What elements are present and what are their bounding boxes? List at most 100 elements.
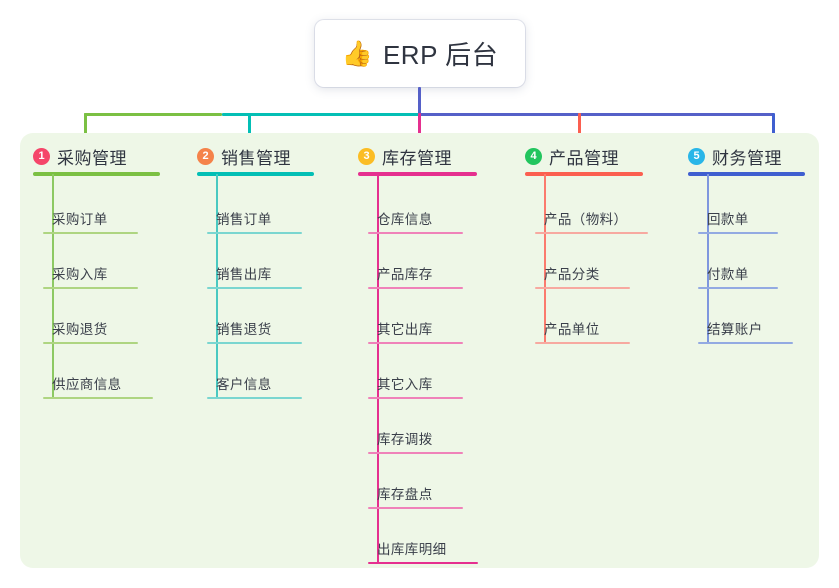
column-spine-5 [707,174,709,343]
item-rule [698,232,778,234]
column-badge-3: 3 [358,148,375,165]
column-badge-5: 5 [688,148,705,165]
column-header-2[interactable]: 2 销售管理 [197,144,291,169]
item-rule [368,507,463,509]
item-label: 采购订单 [52,212,108,227]
list-item[interactable]: 采购退货 [33,289,193,344]
column-badge-1: 1 [33,148,50,165]
item-label: 付款单 [707,267,749,282]
column-header-3[interactable]: 3 库存管理 [358,144,452,169]
item-label: 其它出库 [377,322,433,337]
column-spine-4 [544,174,546,343]
column-title-1: 采购管理 [57,149,127,168]
column-rule-5 [688,172,805,176]
list-item[interactable]: 销售订单 [197,179,357,234]
list-item[interactable]: 其它入库 [358,344,528,399]
item-rule [207,342,302,344]
thumbs-up-icon: 👍 [341,39,373,68]
column-rule-1 [33,172,160,176]
item-rule [207,397,302,399]
bus-segment-3 [419,113,774,116]
column-badge-4: 4 [525,148,542,165]
column-spine-3 [377,174,379,563]
item-rule [368,232,463,234]
item-label: 回款单 [707,212,749,227]
list-item[interactable]: 出库库明细 [358,509,528,564]
item-rule [368,397,463,399]
column-spine-2 [216,174,218,398]
item-label: 供应商信息 [52,377,122,392]
column-title-3: 库存管理 [382,149,452,168]
item-rule [698,287,778,289]
item-label: 结算账户 [707,322,763,337]
item-label: 采购退货 [52,322,108,337]
column-header-1[interactable]: 1 采购管理 [33,144,127,169]
column-title-2: 销售管理 [221,149,291,168]
item-label: 销售出库 [216,267,272,282]
list-item[interactable]: 产品单位 [525,289,700,344]
item-label: 产品库存 [377,267,433,282]
item-label: 客户信息 [216,377,272,392]
column-spine-1 [52,174,54,398]
item-label: 仓库信息 [377,212,433,227]
column-header-5[interactable]: 5 财务管理 [688,144,782,169]
item-rule [535,232,648,234]
item-rule [535,342,630,344]
item-rule [535,287,630,289]
list-item[interactable]: 付款单 [688,234,839,289]
column-title-5: 财务管理 [712,149,782,168]
list-item[interactable]: 回款单 [688,179,839,234]
drop-line-col-5 [772,113,775,141]
item-rule [368,452,463,454]
list-item[interactable]: 库存调拨 [358,399,528,454]
item-label: 销售订单 [216,212,272,227]
list-item[interactable]: 库存盘点 [358,454,528,509]
list-item[interactable]: 采购入库 [33,234,193,289]
list-item[interactable]: 产品（物料） [525,179,700,234]
item-label: 销售退货 [216,322,272,337]
drop-line-col-1 [84,113,87,141]
bus-segment-1 [84,113,222,116]
drop-line-col-3 [418,113,421,141]
list-item[interactable]: 销售退货 [197,289,357,344]
list-item[interactable]: 产品分类 [525,234,700,289]
column-badge-2: 2 [197,148,214,165]
item-rule [207,232,302,234]
root-node-title: ERP 后台 [382,40,499,70]
item-rule [368,287,463,289]
list-item[interactable]: 产品库存 [358,234,528,289]
column-rule-4 [525,172,643,176]
item-label: 其它入库 [377,377,433,392]
item-label: 产品分类 [544,267,600,282]
item-label: 库存调拨 [377,432,433,447]
item-rule [368,342,463,344]
drop-line-col-4 [578,113,581,141]
item-rule [43,397,153,399]
item-rule [43,287,138,289]
item-label: 采购入库 [52,267,108,282]
column-title-4: 产品管理 [549,149,619,168]
list-item[interactable]: 销售出库 [197,234,357,289]
item-label: 产品单位 [544,322,600,337]
bus-segment-2 [222,113,419,116]
root-node-card[interactable]: 👍 ERP 后台 [315,20,525,87]
list-item[interactable]: 仓库信息 [358,179,528,234]
list-item[interactable]: 其它出库 [358,289,528,344]
list-item[interactable]: 结算账户 [688,289,839,344]
diagram-panel: 1 采购管理 采购订单 采购入库 采购退货 供应商信息 [20,133,819,568]
item-rule [43,342,138,344]
item-rule [698,342,793,344]
column-rule-2 [197,172,314,176]
item-label: 出库库明细 [377,542,447,557]
column-rule-3 [358,172,477,176]
item-label: 产品（物料） [544,212,628,227]
item-label: 库存盘点 [377,487,433,502]
list-item[interactable]: 供应商信息 [33,344,193,399]
item-rule [43,232,138,234]
column-header-4[interactable]: 4 产品管理 [525,144,619,169]
item-rule [207,287,302,289]
list-item[interactable]: 客户信息 [197,344,357,399]
list-item[interactable]: 采购订单 [33,179,193,234]
item-rule [368,562,478,564]
